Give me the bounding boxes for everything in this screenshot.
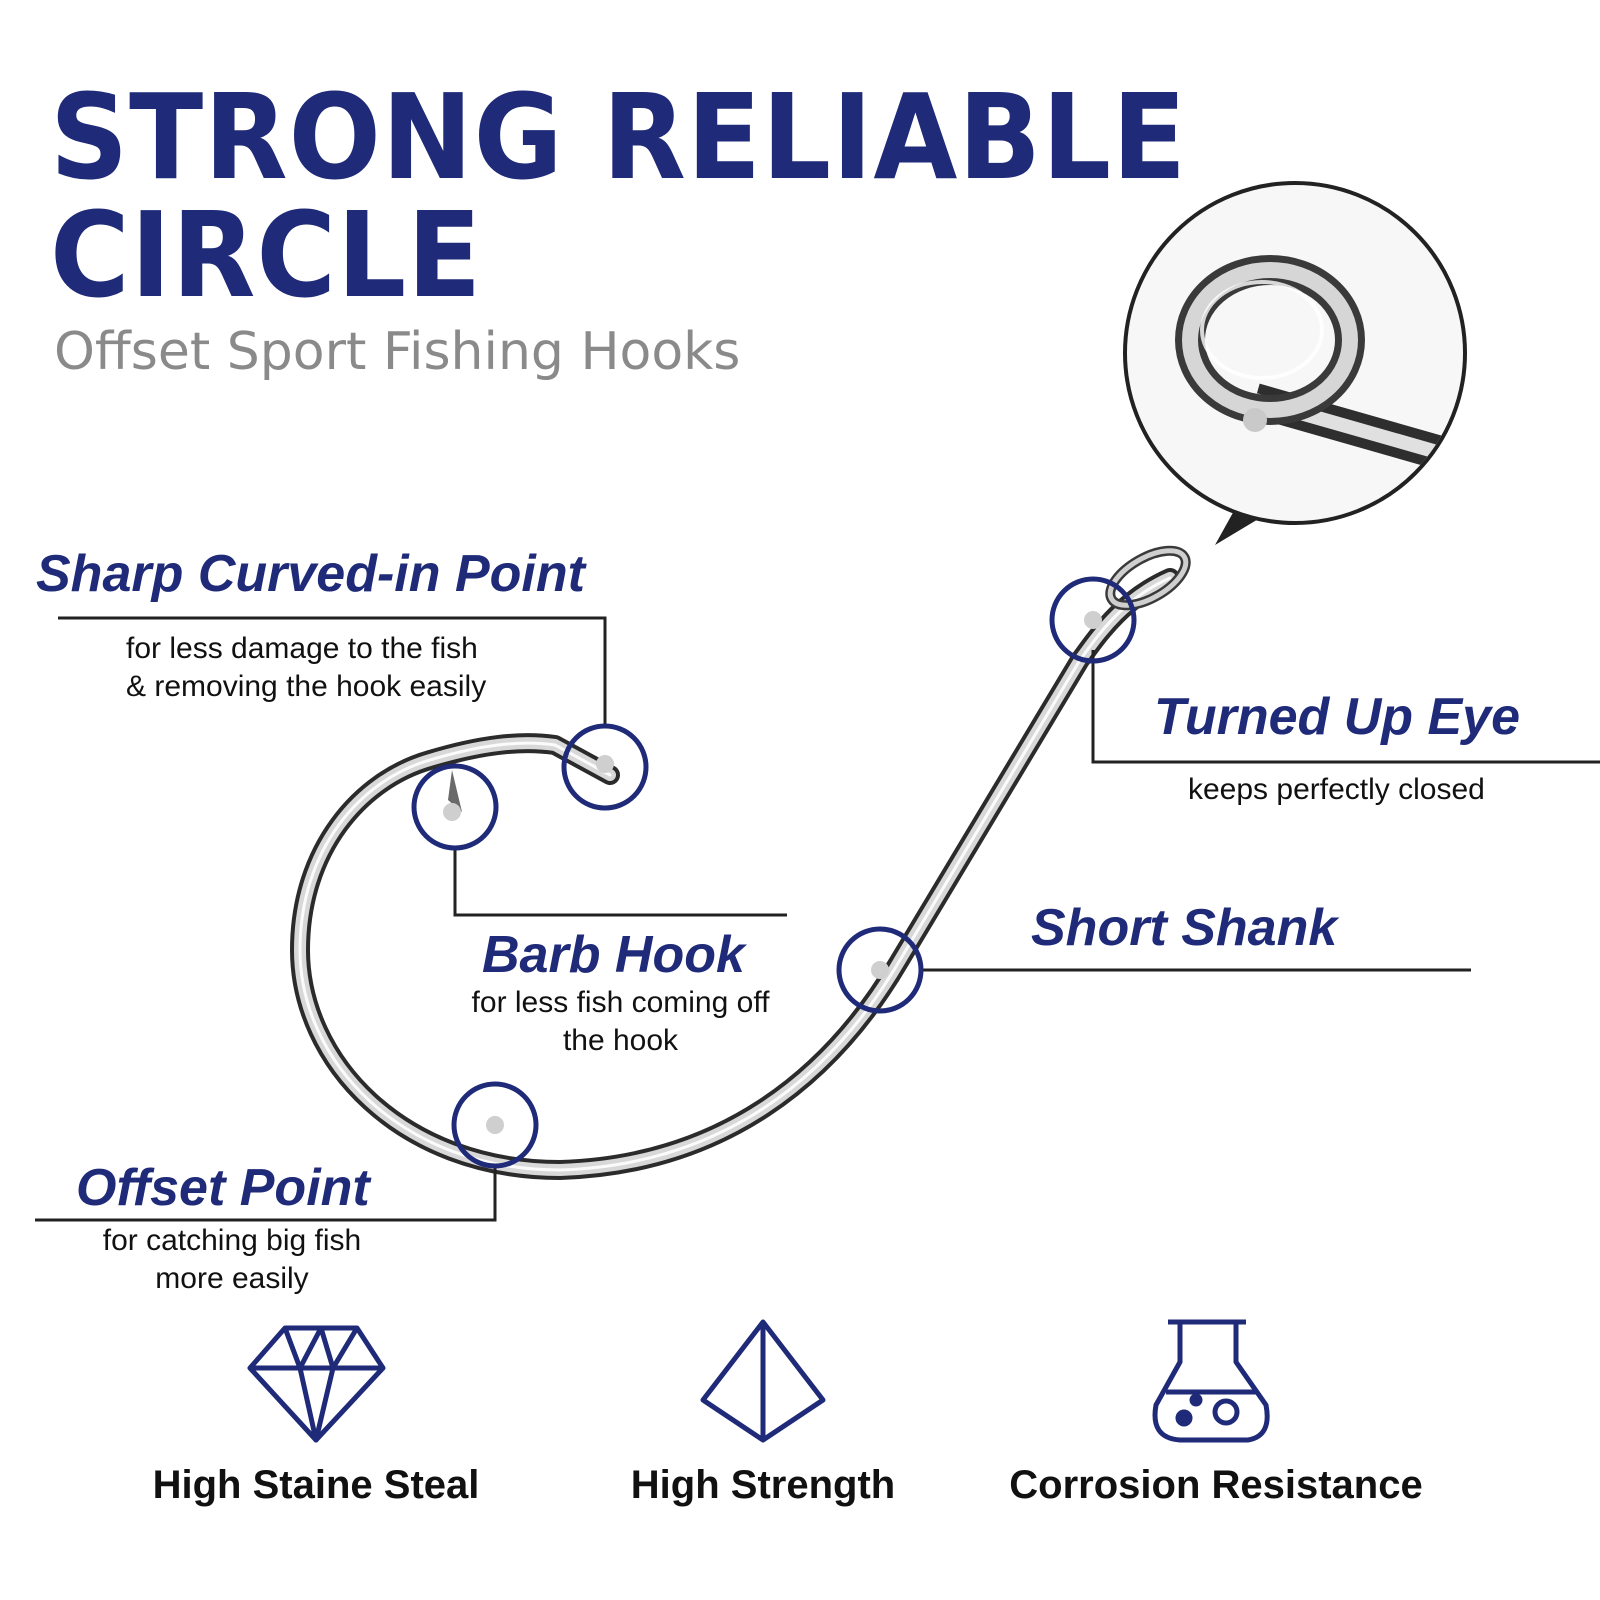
page-title: STRONG RELIABLE CIRCLE [50, 78, 1286, 314]
callout-sharp-point-title: Sharp Curved-in Point [36, 545, 585, 603]
page-subtitle: Offset Sport Fishing Hooks [54, 322, 741, 382]
marker-sharp-point [561, 723, 649, 811]
feature-label-strength: High Strength [630, 1463, 896, 1507]
callout-sharp-point-desc: for less damage to the fish & removing t… [126, 632, 487, 703]
leader-line-barb [453, 850, 787, 917]
pyramid-icon [700, 1319, 826, 1443]
callout-barb-title: Barb Hook [482, 926, 745, 984]
eye-zoom-inset [1123, 181, 1467, 545]
fishing-hook-image [290, 545, 1191, 1180]
leader-line-eye [1091, 650, 1600, 764]
marker-dots [443, 611, 1102, 1134]
callout-offset-desc: for catching big fish more easily [102, 1224, 362, 1295]
leader-line-sharp-point [58, 616, 607, 725]
callout-eye-desc: keeps perfectly closed [1188, 773, 1485, 806]
callout-eye-title: Turned Up Eye [1154, 688, 1521, 746]
marker-shank [836, 926, 924, 1014]
callout-shank-title: Short Shank [1031, 899, 1338, 957]
feature-label-steel: High Staine Steal [152, 1463, 480, 1507]
callout-offset-title: Offset Point [76, 1159, 370, 1217]
marker-barb [411, 763, 499, 851]
marker-offset [451, 1081, 539, 1169]
flask-icon [1152, 1319, 1270, 1443]
callout-barb-desc: for less fish coming off the hook [471, 986, 770, 1057]
diamond-icon [247, 1325, 386, 1443]
feature-label-corrosion: Corrosion Resistance [1009, 1463, 1423, 1507]
leader-lines [35, 616, 1600, 1222]
markers [411, 576, 1137, 1169]
title-line-2: CIRCLE [50, 186, 483, 324]
marker-eye [1049, 576, 1137, 664]
leader-line-offset [35, 1165, 497, 1222]
title-line-1: STRONG RELIABLE [50, 68, 1188, 206]
